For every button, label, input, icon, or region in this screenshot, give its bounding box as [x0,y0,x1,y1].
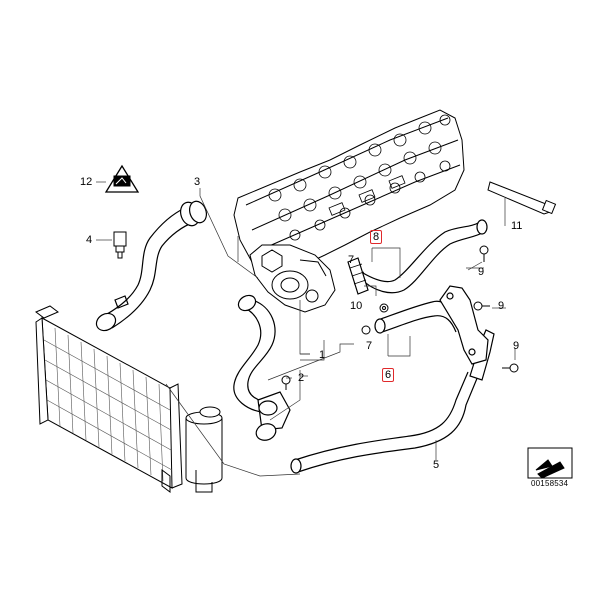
callout-3: 3 [194,176,201,188]
callout-11: 11 [511,220,523,232]
callout-7-upper: 7 [348,254,355,266]
leader-lines [96,181,516,477]
washer-10 [379,303,389,313]
callout-9-bottom: 9 [513,340,520,352]
sensor-icon [113,231,127,259]
callout-2: 2 [298,372,305,384]
callout-12: 12 [80,176,93,188]
expansion-tank-icon [185,406,223,493]
diagram-symbol-icon [527,447,573,479]
callout-6: 6 [382,368,395,382]
hose-6 [374,285,489,365]
hose-8 [347,219,488,295]
bolt-9c [502,363,519,373]
radiator-icon [35,305,183,493]
callout-10: 10 [350,300,363,312]
bolt-9a [479,245,489,262]
bolt-9b [473,301,490,311]
hose-3 [95,200,208,332]
clamp-7 [361,325,371,335]
cable-tie-icon [487,181,557,215]
diagram-part-number: 00158534 [531,479,569,488]
warning-triangle-icon [104,164,140,193]
callout-9-mid: 9 [498,300,505,312]
callout-1: 1 [319,349,326,361]
callout-9-top: 9 [478,266,485,278]
callout-5: 5 [433,459,440,471]
engine-head-icon [233,109,465,313]
callout-4: 4 [86,234,93,246]
callout-8: 8 [370,230,383,244]
callout-7-lower: 7 [366,340,373,352]
hose-1 [233,294,291,441]
